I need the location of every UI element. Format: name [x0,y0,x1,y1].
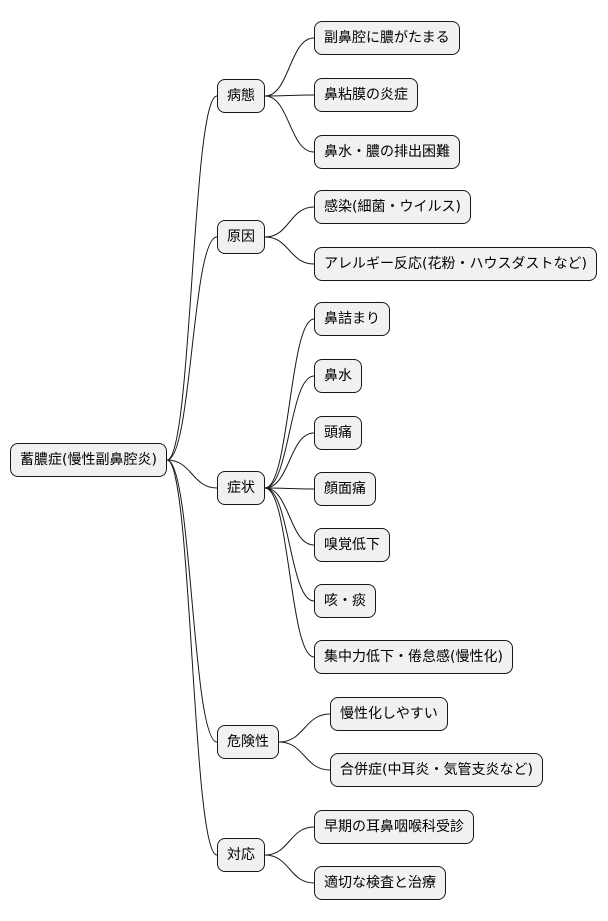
connector-line [264,318,315,489]
branch-node-response: 対応 [217,838,265,872]
connector-line [264,854,315,884]
leaf-node: 鼻水 [314,359,362,393]
branch-node-risks: 危険性 [217,725,279,759]
leaf-node: 鼻粘膜の炎症 [314,78,418,112]
connector-line [264,487,315,658]
leaf-node: 嗅覚低下 [314,528,390,562]
connector-line [166,459,218,856]
connector-line [264,37,315,97]
connector-line [166,236,218,461]
connector-line [166,459,218,489]
leaf-node: 鼻水・膿の排出困難 [314,135,460,169]
leaf-node: 顔面痛 [314,472,376,506]
leaf-node: アレルギー反応(花粉・ハウスダストなど) [314,247,597,281]
connector-line [278,713,331,743]
leaf-node: 感染(細菌・ウイルス) [314,190,471,224]
leaf-node: 合併症(中耳炎・気管支炎など) [330,753,543,787]
connector-line [264,826,315,856]
connector-line [264,236,315,265]
leaf-node: 早期の耳鼻咽喉科受診 [314,810,474,844]
connector-line [264,487,315,546]
connector-line [264,487,315,490]
leaf-node: 頭痛 [314,416,362,450]
leaf-node: 鼻詰まり [314,302,390,336]
leaf-node: 適切な検査と治療 [314,866,446,900]
branch-node-symptoms: 症状 [217,471,265,505]
connector-line [166,459,218,743]
connector-line [278,741,331,771]
connector-line [264,95,315,153]
root-node: 蓄膿症(慢性副鼻腔炎) [10,443,167,477]
branch-node-pathology: 病態 [217,79,265,113]
connector-line [166,95,218,461]
connector-line [264,432,315,489]
leaf-node: 慢性化しやすい [330,697,448,731]
leaf-node: 咳・痰 [314,584,376,618]
connector-line [264,206,315,238]
connector-line [264,94,315,97]
branch-node-cause: 原因 [217,220,265,254]
leaf-node: 集中力低下・倦怠感(慢性化) [314,640,513,674]
connector-line [264,375,315,489]
connector-line [264,487,315,602]
leaf-node: 副鼻腔に膿がたまる [314,21,460,55]
